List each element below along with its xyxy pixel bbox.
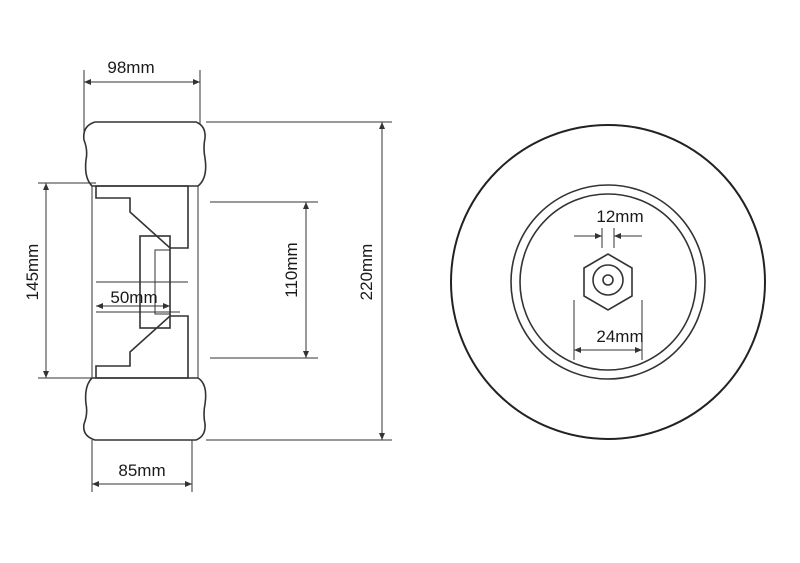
hub-ring [592, 264, 624, 296]
hub-section-lower [95, 315, 189, 379]
dim-axle-bore-label: 12mm [596, 207, 643, 226]
rim-outer-circle [510, 184, 706, 380]
tire-section-bottom [82, 377, 207, 441]
side-section-view: 98mm 145mm 50mm 110mm 220mm 85mm [23, 58, 392, 492]
rim-inner-circle [519, 193, 697, 371]
dim-hub-width-label: 98mm [107, 58, 154, 77]
tire-section-top [82, 121, 207, 187]
dim-inner-flange-label: 110mm [282, 242, 301, 297]
dim-bore-width-label: 50mm [110, 288, 157, 307]
hub-section-upper [95, 185, 189, 249]
dim-outer-diameter-label: 220mm [357, 244, 376, 301]
dim-hex-size-label: 24mm [596, 327, 643, 346]
hex-hub [583, 253, 633, 311]
tire-outer-circle [450, 124, 766, 440]
dim-tread-width-label: 85mm [118, 461, 165, 480]
axle-bore [602, 274, 614, 286]
dim-inner-diameter-label: 145mm [23, 244, 42, 301]
front-view: 12mm 24mm [450, 124, 766, 440]
